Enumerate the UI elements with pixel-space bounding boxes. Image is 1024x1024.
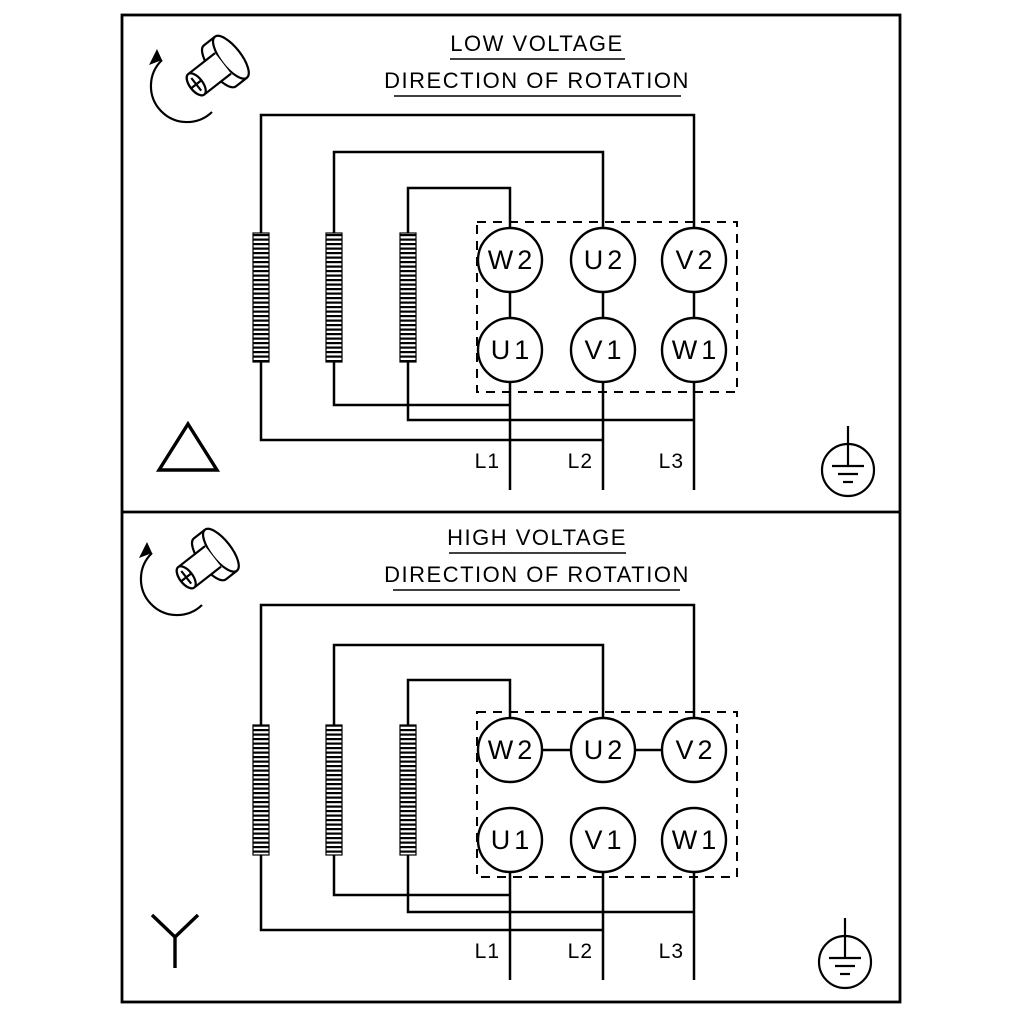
terminal-V2 xyxy=(660,226,728,294)
terminal-U2-label: U2 xyxy=(584,735,627,765)
wire-coil3-to-W2 xyxy=(406,186,512,233)
wire-coil1-to-V1 xyxy=(259,362,603,442)
terminal-V1-label: V1 xyxy=(584,335,625,365)
panel-title: HIGH VOLTAGE xyxy=(447,525,627,550)
terminal-U1-label: U1 xyxy=(491,825,534,855)
rotation-direction-icon xyxy=(147,29,256,124)
terminal-box xyxy=(476,221,738,393)
line-label-L1: L1 xyxy=(475,450,500,473)
wire-coil3-to-W1 xyxy=(406,855,694,914)
terminal-box xyxy=(476,711,738,878)
diagram-border xyxy=(120,13,902,1004)
winding-coil-2 xyxy=(325,232,343,363)
winding-coil-3 xyxy=(399,232,417,363)
terminal-V1-label: V1 xyxy=(584,825,625,855)
terminal-W2 xyxy=(476,226,544,294)
terminal-W2-label: W2 xyxy=(488,735,537,765)
panel-subtitle: DIRECTION OF ROTATION xyxy=(384,68,690,93)
wire-coil2-to-U2 xyxy=(332,643,605,725)
terminal-W2 xyxy=(476,716,544,784)
earth-ground-icon xyxy=(820,424,876,498)
terminal-V1 xyxy=(569,316,637,384)
delta-symbol xyxy=(155,420,221,472)
terminal-W1-label: W1 xyxy=(672,825,721,855)
terminal-W1 xyxy=(660,806,728,874)
line-label-L2: L2 xyxy=(568,450,593,473)
panel-subtitle: DIRECTION OF ROTATION xyxy=(384,562,690,587)
terminal-V2-label: V2 xyxy=(675,245,716,275)
wire-coil3-to-W2 xyxy=(406,678,512,725)
panel-title: LOW VOLTAGE xyxy=(450,31,623,56)
line-label-L1: L1 xyxy=(475,940,500,963)
wire-coil1-to-V1 xyxy=(259,855,603,932)
terminal-U1 xyxy=(476,316,544,384)
rotation-direction-icon xyxy=(137,522,246,617)
earth-ground-icon xyxy=(817,916,873,990)
winding-coil-1 xyxy=(252,232,270,363)
winding-coil-1 xyxy=(252,724,270,856)
terminal-V1 xyxy=(569,806,637,874)
line-label-L2: L2 xyxy=(568,940,593,963)
terminal-U2 xyxy=(569,226,637,294)
line-label-L3: L3 xyxy=(659,450,684,473)
terminal-W1 xyxy=(660,316,728,384)
terminal-U1-label: U1 xyxy=(491,335,534,365)
wire-coil2-to-U1 xyxy=(332,855,510,897)
panel-high-voltage: HIGH VOLTAGE DIRECTION OF ROTATION xyxy=(137,522,873,990)
terminal-V2 xyxy=(660,716,728,784)
winding-coil-2 xyxy=(325,724,343,856)
wire-coil1-to-V2 xyxy=(259,113,696,233)
wire-coil1-to-V2 xyxy=(259,603,696,725)
terminal-W1-label: W1 xyxy=(672,335,721,365)
wire-coil2-to-U1 xyxy=(332,362,510,407)
winding-coil-3 xyxy=(399,724,417,856)
terminal-W2-label: W2 xyxy=(488,245,537,275)
terminal-U2 xyxy=(569,716,637,784)
terminal-U2-label: U2 xyxy=(584,245,627,275)
terminal-V2-label: V2 xyxy=(675,735,716,765)
line-label-L3: L3 xyxy=(659,940,684,963)
wire-coil2-to-U2 xyxy=(332,150,605,233)
wire-coil3-to-W1 xyxy=(406,362,694,422)
star-symbol xyxy=(150,913,200,968)
panel-low-voltage: LOW VOLTAGE DIRECTION OF ROTATION xyxy=(147,29,876,498)
terminal-U1 xyxy=(476,806,544,874)
